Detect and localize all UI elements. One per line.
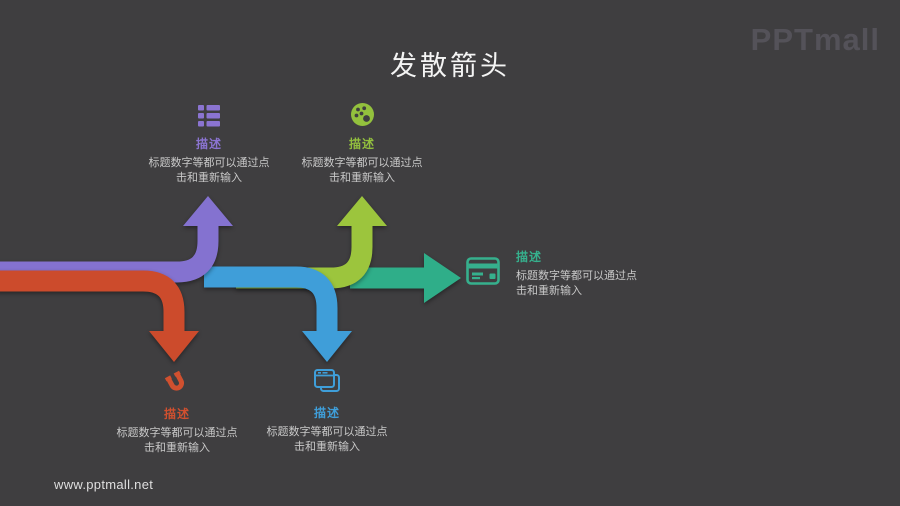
credit-card-icon — [466, 257, 500, 285]
palette-icon — [292, 101, 432, 128]
footer-url: www.pptmall.net — [54, 477, 154, 492]
branch-label: 描述 — [163, 407, 190, 421]
page-title: 发散箭头 — [390, 51, 510, 81]
branch-text: 击和重新输入 — [294, 441, 360, 453]
branch-text: 击和重新输入 — [516, 285, 582, 297]
branch-text: 标题数字等都可以通过点 — [516, 270, 637, 282]
branch-text: 击和重新输入 — [329, 172, 395, 184]
arrow-green — [236, 196, 387, 289]
branch-text: 标题数字等都可以通过点 — [116, 427, 238, 439]
branch-blue-bottom: 描述 标题数字等都可以通过点 击和重新输入 — [257, 367, 397, 455]
branch-label: 描述 — [313, 406, 340, 420]
branch-red-bottom: 描述 标题数字等都可以通过点 击和重新输入 — [107, 370, 247, 456]
branch-label: 描述 — [348, 137, 375, 151]
branch-text: 击和重新输入 — [144, 442, 210, 454]
magnet-icon — [107, 370, 247, 398]
branch-text: 击和重新输入 — [176, 172, 242, 184]
branch-text: 标题数字等都可以通过点 — [266, 426, 388, 438]
branch-green-top: 描述 标题数字等都可以通过点 击和重新输入 — [292, 101, 432, 186]
branch-text: 标题数字等都可以通过点 — [301, 157, 423, 169]
branch-label: 描述 — [516, 250, 543, 264]
arrow-teal — [350, 253, 461, 303]
arrow-purple — [0, 196, 233, 283]
windows-icon — [257, 367, 397, 397]
branch-teal-right: 描述 标题数字等都可以通过点 击和重新输入 — [466, 248, 696, 299]
branch-label: 描述 — [195, 137, 222, 151]
list-icon — [139, 102, 279, 128]
branch-text: 标题数字等都可以通过点 — [148, 157, 270, 169]
branch-purple-top: 描述 标题数字等都可以通过点 击和重新输入 — [139, 102, 279, 186]
brand-logo: PPTmall — [750, 22, 880, 57]
arrow-red — [0, 270, 199, 362]
arrow-blue — [204, 266, 352, 362]
